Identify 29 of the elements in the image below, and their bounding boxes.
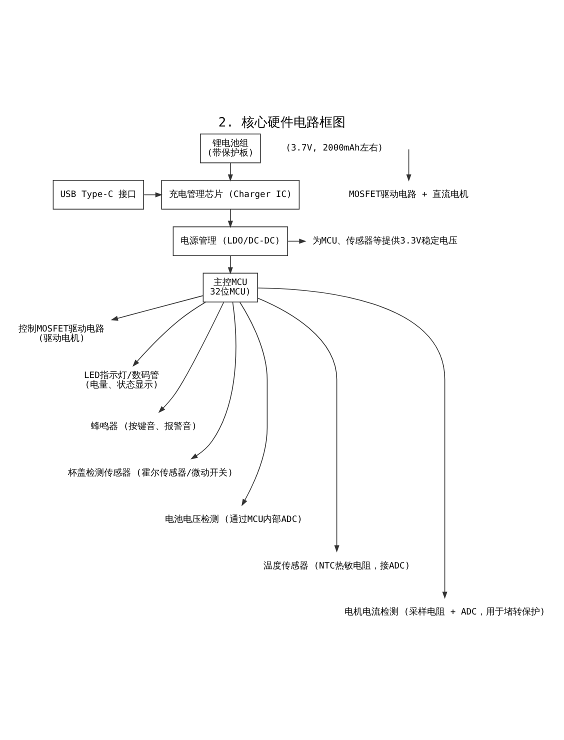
arrow [228, 255, 233, 274]
arrow [228, 208, 233, 228]
arrow [406, 148, 412, 182]
node-text: 为MCU、传感器等提供3.3V稳定电压 [312, 236, 458, 246]
node-text: 温度传感器 (NTC热敏电阻，接ADC) [263, 561, 410, 572]
arrow [190, 302, 236, 460]
node-box: 电源管理 (LDO/DC-DC) [172, 226, 288, 256]
node-text: MOSFET驱动电路 + 直流电机 [348, 190, 469, 200]
arrow [228, 162, 233, 182]
node-text: LED指示灯/数码管 (电量、状态显示) [84, 370, 160, 390]
node-box: 主控MCU 32位MCU) [202, 272, 258, 302]
node-text: 杯盖检测传感器 (霍尔传感器/微动开关) [68, 468, 233, 478]
arrow [287, 238, 306, 244]
node-text: 蜂鸣器 (按键音、报警音) [91, 422, 197, 432]
node-text: 电机电流检测 (采样电阻 + ADC，用于堵转保护) [344, 608, 546, 618]
arrow [257, 288, 448, 599]
arrow [143, 192, 163, 198]
diagram-title: 2. 核心硬件电路框图 [218, 116, 346, 131]
arrow [158, 302, 224, 414]
node-box: 锂电池组 (带保护板) [200, 134, 261, 164]
arrow [132, 302, 206, 367]
node-label: (3.7V, 2000mAh左右) [286, 144, 384, 154]
node-box: 充电管理芯片 (Charger IC) [161, 180, 300, 210]
arrow [257, 298, 340, 552]
arrow [110, 295, 204, 321]
node-box: USB Type-C 接口 [52, 180, 144, 210]
node-text: 控制MOSFET驱动电路 (驱动电机) [18, 324, 104, 344]
arrow [239, 302, 268, 506]
node-text: 电池电压检测 (通过MCU内部ADC) [164, 514, 302, 525]
